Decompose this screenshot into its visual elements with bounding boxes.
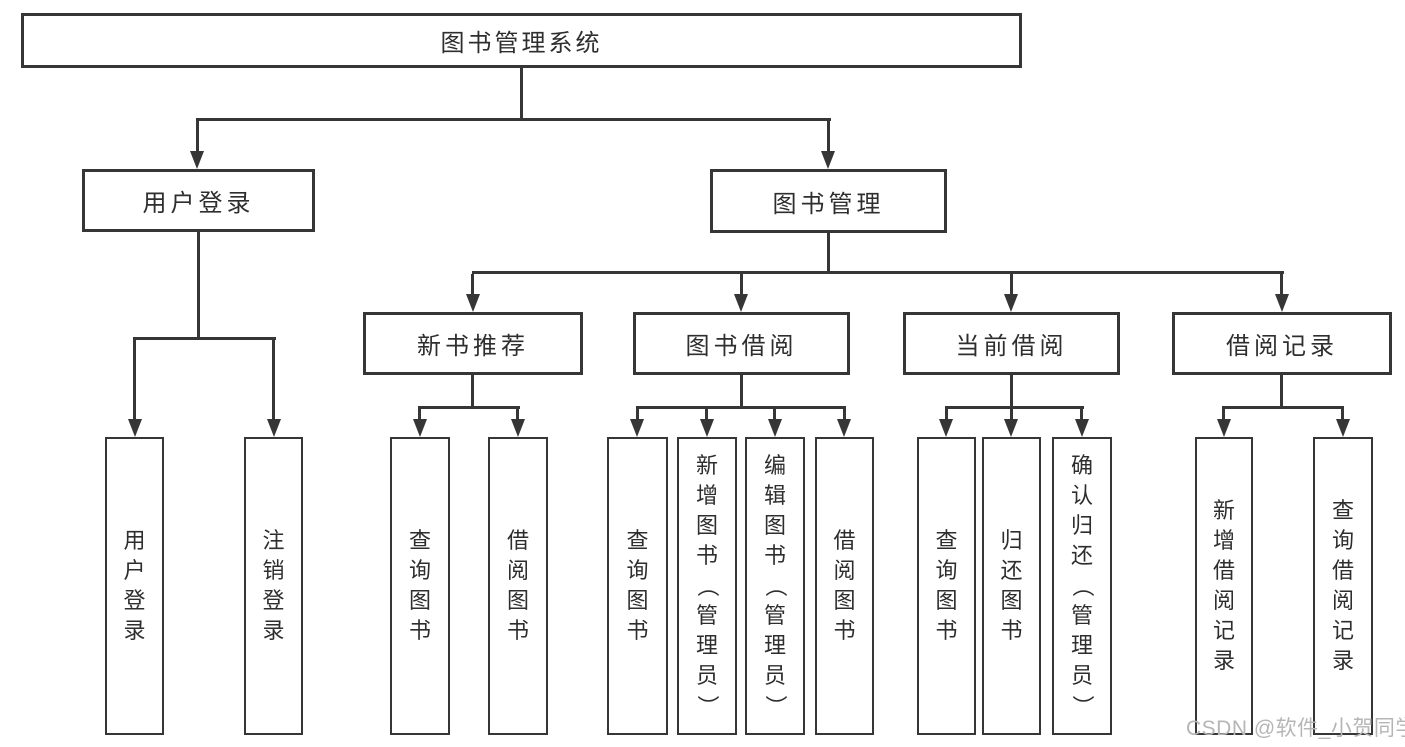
leaf-add-books-admin: 新增图书（管理员） xyxy=(677,437,737,735)
node-new-book-recommend: 新书推荐 xyxy=(363,312,583,375)
connector-line xyxy=(133,340,136,420)
arrow-down-icon xyxy=(128,419,142,437)
arrow-down-icon xyxy=(837,419,851,437)
connector-line xyxy=(196,121,199,152)
leaf-borrow-books: 借阅图书 xyxy=(815,437,874,735)
connector-line xyxy=(1010,375,1013,406)
connector-line xyxy=(1010,274,1013,295)
leaf-logout: 注销登录 xyxy=(244,437,303,735)
arrow-down-icon xyxy=(821,151,835,169)
connector-line xyxy=(1080,409,1083,419)
arrow-down-icon xyxy=(630,419,644,437)
arrow-down-icon xyxy=(734,294,748,312)
connector-line xyxy=(418,409,421,419)
connector-line xyxy=(1222,406,1344,409)
node-user-login: 用户登录 xyxy=(82,169,315,232)
connector-line xyxy=(636,406,846,409)
arrow-down-icon xyxy=(1217,419,1231,437)
connector-line xyxy=(740,375,743,406)
arrow-down-icon xyxy=(1275,294,1289,312)
watermark-text: CSDN @软件_小贺同学 xyxy=(1186,717,1405,740)
connector-line xyxy=(1010,409,1013,419)
arrow-down-icon xyxy=(413,419,427,437)
connector-line xyxy=(472,271,1284,274)
connector-line xyxy=(133,337,276,340)
leaf-user-login: 用户登录 xyxy=(105,437,164,735)
connector-line xyxy=(272,340,275,420)
connector-line xyxy=(827,233,830,271)
connector-line xyxy=(945,409,948,419)
connector-line xyxy=(1280,375,1283,406)
leaf-return-books: 归还图书 xyxy=(982,437,1041,735)
connector-line xyxy=(945,406,1084,409)
connector-line xyxy=(827,121,830,152)
leaf-query-books-borrow: 查询图书 xyxy=(607,437,668,735)
connector-line xyxy=(705,409,708,419)
connector-line xyxy=(418,406,520,409)
node-borrow-records: 借阅记录 xyxy=(1172,312,1392,375)
arrow-down-icon xyxy=(267,419,281,437)
connector-line xyxy=(636,409,639,419)
connector-line xyxy=(471,375,474,406)
node-library-management-system: 图书管理系统 xyxy=(21,13,1022,68)
connector-line xyxy=(740,274,743,295)
node-book-management: 图书管理 xyxy=(710,169,947,233)
arrow-down-icon xyxy=(1004,419,1018,437)
connector-line xyxy=(843,409,846,419)
node-current-borrow: 当前借阅 xyxy=(903,312,1120,375)
arrow-down-icon xyxy=(1336,419,1350,437)
leaf-add-borrow-record: 新增借阅记录 xyxy=(1195,437,1253,735)
connector-line xyxy=(1341,409,1344,419)
connector-line xyxy=(1222,409,1225,419)
leaf-edit-books-admin: 编辑图书（管理员） xyxy=(745,437,805,735)
arrow-down-icon xyxy=(466,294,480,312)
arrow-down-icon xyxy=(700,419,714,437)
leaf-query-books-current: 查询图书 xyxy=(917,437,976,735)
leaf-query-books-recommend: 查询图书 xyxy=(390,437,450,735)
leaf-confirm-return-admin: 确认归还（管理员） xyxy=(1052,437,1112,735)
connector-line xyxy=(516,409,519,419)
arrow-down-icon xyxy=(511,419,525,437)
connector-line xyxy=(196,118,831,121)
leaf-query-borrow-record: 查询借阅记录 xyxy=(1313,437,1373,735)
connector-line xyxy=(520,68,523,118)
arrow-down-icon xyxy=(1075,419,1089,437)
arrow-down-icon xyxy=(1004,294,1018,312)
node-book-borrow: 图书借阅 xyxy=(633,312,850,375)
connector-line xyxy=(471,274,474,295)
leaf-borrow-books-recommend: 借阅图书 xyxy=(488,437,548,735)
arrow-down-icon xyxy=(190,151,204,169)
connector-line xyxy=(197,232,200,337)
connector-line xyxy=(1280,274,1283,295)
arrow-down-icon xyxy=(768,419,782,437)
arrow-down-icon xyxy=(939,419,953,437)
connector-line xyxy=(773,409,776,419)
